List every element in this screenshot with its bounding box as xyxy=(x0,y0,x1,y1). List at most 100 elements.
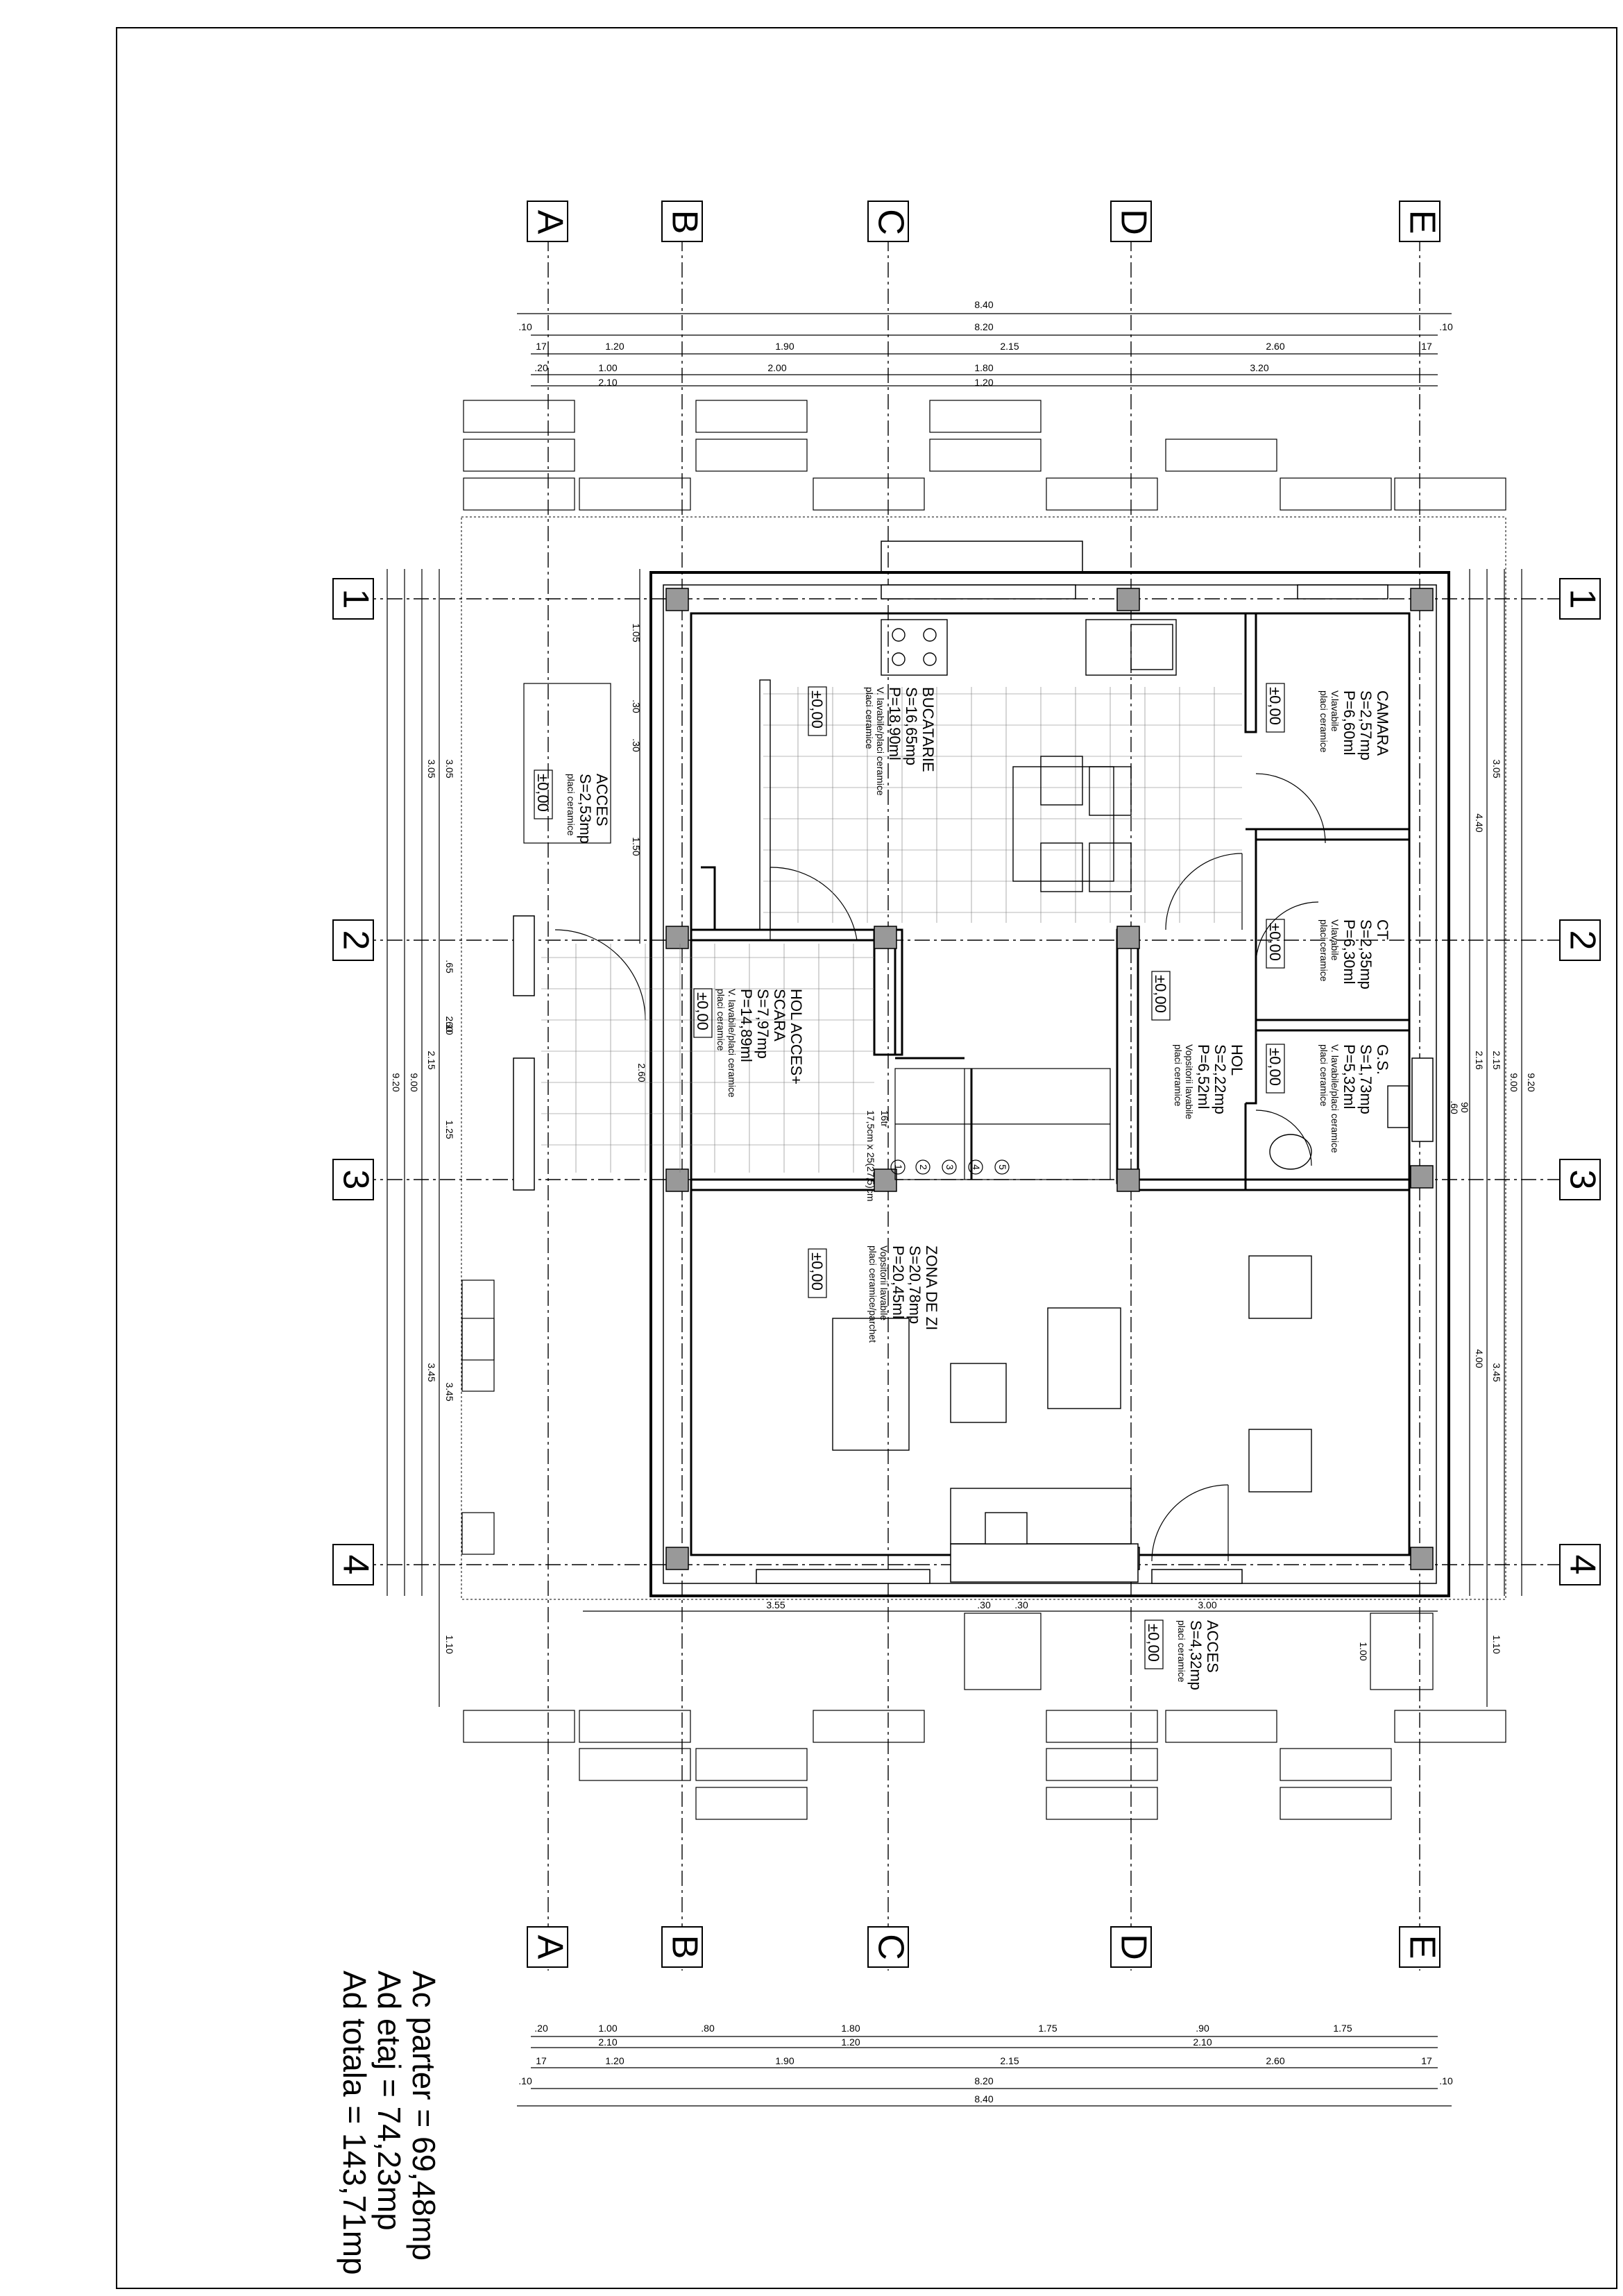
stair-step-2: 2 xyxy=(918,1164,929,1170)
room-name: ACCES xyxy=(593,774,611,826)
dim-left-sub-1: .30 xyxy=(631,699,642,713)
room-finish-floor: placi ceramice/parchet xyxy=(867,1245,878,1343)
dim-left-inner: 9.00 xyxy=(409,1073,420,1091)
room-name: ZONA DE ZI xyxy=(923,1245,940,1330)
dim-left-sub-5: .60 xyxy=(444,1019,455,1032)
dim-bot-open-4: 1.75 xyxy=(1038,2023,1057,2034)
stair-step-4: 4 xyxy=(971,1164,982,1170)
area-summary: Ac parter = 69,48mp Ad etaj = 74,23mp Ad… xyxy=(337,1971,442,2275)
dimension-chains-right xyxy=(1469,569,1522,1707)
room-label-acces-bottom: ACCES S=4,32mp placi ceramice xyxy=(1176,1620,1221,1690)
tag-boxes-left xyxy=(461,1279,495,1555)
room-area: S=16,65mp xyxy=(903,687,920,765)
dim-left-grid-0: 3.05 xyxy=(426,759,437,778)
dim-top-grid: 17 1.20 1.90 2.15 2.60 17 xyxy=(536,341,1432,352)
room-finish-walls: V. lavabile/placi ceramice xyxy=(1329,1044,1341,1153)
dim-right-sub-1: 2.16 xyxy=(1474,1051,1485,1069)
dim-bot-inner: 8.20 xyxy=(974,2075,993,2086)
dim-left-sub-6: 1.25 xyxy=(444,1120,455,1139)
axis-label-b-top: B xyxy=(664,210,704,235)
dim-left-sub-4: .65 xyxy=(444,960,455,973)
dim-right-grid-1: 2.15 xyxy=(1491,1051,1502,1069)
kitchen-fixtures xyxy=(759,619,1177,930)
dim-right-grid-2: 3.45 xyxy=(1491,1363,1502,1381)
dim-bot-open-6: 1.75 xyxy=(1333,2023,1352,2034)
dim-bot-overall: 8.40 xyxy=(974,2093,993,2104)
dim-bot-grid-2: 1.90 xyxy=(775,2055,794,2066)
dim-bottom-extra: 3.55 .30 .30 3.00 1.00 xyxy=(766,1599,1369,1661)
dim-left-overall: 9.20 xyxy=(391,1073,402,1091)
dim-top-open-3: 1.80 xyxy=(974,362,993,373)
dim-bot-grid-0: 17 xyxy=(536,2055,547,2066)
axis-labels-left: 1 2 3 4 xyxy=(332,578,375,1585)
axis-label-b-bottom: B xyxy=(664,1935,704,1959)
dim-bot-extra-2: .30 xyxy=(1014,1599,1028,1610)
dim-left-grid2-0: 3.05 xyxy=(444,759,455,778)
dim-bot-grid-5: 17 xyxy=(1421,2055,1432,2066)
dim-left-grid2-3: 1.10 xyxy=(444,1635,455,1653)
room-area: S=2,57mp xyxy=(1357,690,1375,760)
room-finish-floor: placi ceramice xyxy=(715,989,726,1051)
room-area: S=1,73mp xyxy=(1357,1044,1375,1114)
staircase xyxy=(890,1068,1111,1180)
dim-top-grid-1: 1.20 xyxy=(605,341,624,352)
room-finish-floor: placi ceramice xyxy=(864,687,875,749)
dim-top-open-2: 2.00 xyxy=(767,362,786,373)
axis-label-c-top: C xyxy=(870,209,910,235)
level-mark-bucatarie: ±0,00 xyxy=(808,686,827,736)
axis-label-4-left: 4 xyxy=(335,1555,375,1575)
dimension-chains-top xyxy=(517,313,1452,386)
dim-top-wall-right: .10 xyxy=(1439,321,1453,332)
room-finish-walls: V. lavabile/placi ceramice xyxy=(726,989,738,1098)
room-name: CT xyxy=(1374,919,1391,939)
room-finish-floor: placi ceramice xyxy=(1318,919,1329,982)
room-area: S=4,32mp xyxy=(1187,1620,1205,1690)
dim-top-open-1: 1.00 xyxy=(598,362,617,373)
level-value: ±0,00 xyxy=(1152,975,1169,1013)
dim-right-sub-4: 90 xyxy=(1459,1102,1470,1113)
dim-left-grid2-1: 2.10 xyxy=(444,1016,455,1035)
axis-label-a-bottom: A xyxy=(529,1935,570,1959)
dim-right-sub-3: .60 xyxy=(1449,1100,1460,1114)
room-perimeter: P=14,89ml xyxy=(738,989,755,1062)
room-name: BUCATARIE xyxy=(919,687,937,772)
axis-label-c-bottom: C xyxy=(870,1934,910,1960)
axis-label-3-right: 3 xyxy=(1562,1170,1602,1190)
dim-top-openings: .20 1.00 2.00 1.80 3.20 2.10 1.20 xyxy=(534,362,1269,388)
dim-bottom-openings: .20 1.00 .80 1.80 1.75 .90 1.75 2.10 1.2… xyxy=(534,2023,1352,2048)
dim-bot-extra-0: 3.55 xyxy=(766,1599,785,1610)
stair-label: 16tr xyxy=(879,1110,890,1127)
room-label-hol: HOL S=2,22mp P=6,52ml Vopsitorii lavabil… xyxy=(1173,1044,1246,1119)
room-label-ct: CT S=2,35mp P=6,30ml V.lavabile placi ce… xyxy=(1318,919,1391,989)
dim-bot-open-sub-0: 2.10 xyxy=(598,2036,617,2048)
dim-bot-grid-3: 2.15 xyxy=(1000,2055,1019,2066)
room-label-acces-left: ACCES S=2,53mp placi ceramice xyxy=(566,774,611,844)
dim-left-sub-0: 1.05 xyxy=(631,623,642,642)
room-label-zona-de-zi: ZONA DE ZI S=20,78mp P=20,45ml Vopsitori… xyxy=(867,1245,940,1343)
stair-step-1: 1 xyxy=(893,1164,904,1170)
dim-top-wall: .10 xyxy=(518,321,532,332)
room-name: HOL xyxy=(1228,1044,1246,1075)
room-perimeter: P=6,52ml xyxy=(1195,1044,1212,1109)
dim-top-grid-5: 17 xyxy=(1421,341,1432,352)
dim-right-sub-5: 1.10 xyxy=(1491,1635,1502,1653)
interior-walls xyxy=(691,613,1409,1191)
dim-top-grid-2: 1.90 xyxy=(775,341,794,352)
room-name-2: SCARA xyxy=(771,989,788,1041)
level-mark-ct: ±0,00 xyxy=(1266,919,1285,969)
dim-bot-extra-3: 3.00 xyxy=(1198,1599,1216,1610)
dim-left-sub-7: 2.60 xyxy=(636,1063,647,1082)
room-finish-floor: placi ceramice xyxy=(1176,1620,1187,1683)
room-label-hol-acces-scara: HOL ACCES+ SCARA S=7,97mp P=14,89ml V. l… xyxy=(715,989,805,1098)
room-finish-floor: placi ceramice xyxy=(1173,1044,1184,1107)
structural-columns xyxy=(665,588,1434,1570)
level-mark-hol-acces: ±0,00 xyxy=(693,988,713,1038)
room-area: S=2,35mp xyxy=(1357,919,1375,989)
dim-bot-open-sub-2: 2.10 xyxy=(1193,2036,1212,2048)
dim-top-overall: 8.40 xyxy=(974,299,993,310)
level-mark-acces-bottom: ±0,00 xyxy=(1144,1619,1164,1669)
dim-right-grid-0: 3.05 xyxy=(1491,759,1502,778)
windows xyxy=(513,541,1434,1584)
dim-bot-open-sub-1: 1.20 xyxy=(841,2036,860,2048)
